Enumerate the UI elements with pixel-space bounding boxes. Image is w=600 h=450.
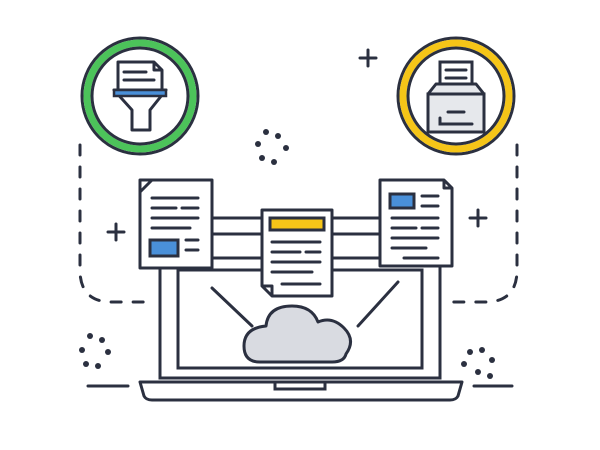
laptop-base: [138, 380, 464, 402]
archive-drawer-icon: [396, 36, 516, 156]
document-icon-right: [378, 178, 454, 268]
funnel-band: [112, 88, 168, 98]
document-icon-center: [260, 208, 334, 298]
dashed-connector-left: [78, 143, 150, 304]
funnel-filter-icon: [80, 36, 200, 156]
document-icon-left: [138, 178, 214, 270]
dots-decoration-icon: [79, 129, 495, 379]
cloud-connections: [210, 280, 400, 328]
plus-icon: [106, 48, 488, 242]
right-document-image-block: [388, 192, 416, 210]
dashed-connector-right: [447, 143, 519, 304]
left-document-image-block: [148, 238, 180, 258]
center-document-header-block: [268, 216, 326, 232]
cloud-icon: [242, 304, 352, 364]
laptop-trackpad-notch: [273, 380, 327, 391]
